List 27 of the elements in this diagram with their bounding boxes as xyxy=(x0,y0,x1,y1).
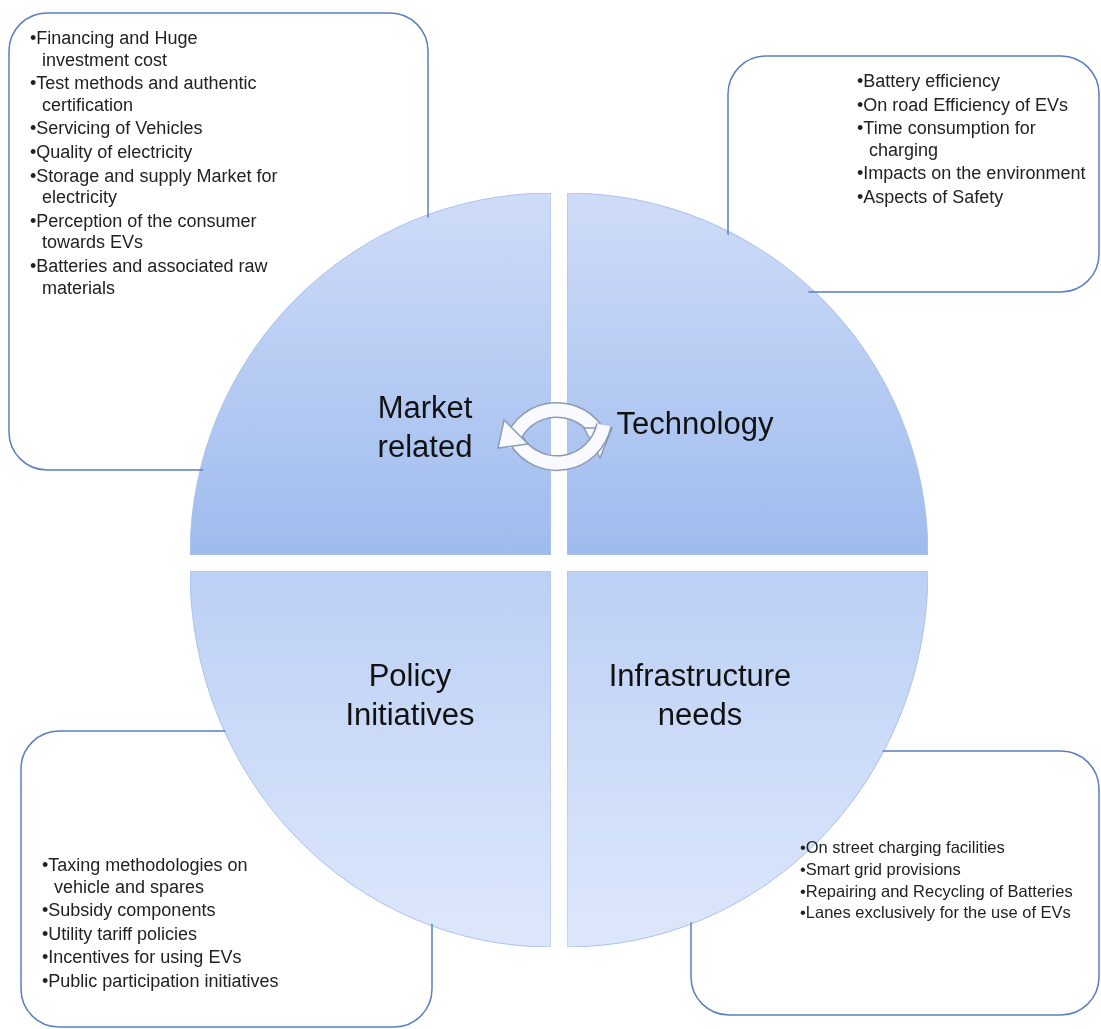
segment-title: Policy Initiatives xyxy=(344,657,476,734)
bullet-item: •On road Efficiency of EVs xyxy=(857,94,1070,117)
bullet-item: •Financing and Huge investment cost xyxy=(30,28,199,72)
rounded-text-box xyxy=(690,750,1100,1016)
segment-title: Market related xyxy=(376,389,474,466)
bullet-item: •Repairing and Recycling of Batteries xyxy=(800,881,1074,902)
bullet-item: •Test methods and authentic certification xyxy=(30,73,258,117)
bullet-item: •Taxing methodologies on vehicle and spares xyxy=(42,855,249,899)
bullet-item: •Perception of the consumer towards EVs xyxy=(30,210,258,254)
bullet-item: •Subsidy components xyxy=(42,900,217,922)
bullet-item: •Quality of electricity xyxy=(30,141,194,164)
bullet-item: •Batteries and associated raw materials xyxy=(30,255,269,300)
bullet-item: •Public participation initiatives xyxy=(42,970,280,993)
bullet-item: •Smart grid provisions xyxy=(800,859,962,880)
bullet-item: •Utility tariff policies xyxy=(42,923,198,946)
bullet-item: •On street charging facilities xyxy=(800,838,1006,858)
bullet-item: •Battery efficiency xyxy=(857,71,1002,93)
segment-title: Technology xyxy=(615,405,775,443)
rounded-text-box xyxy=(20,730,433,1028)
bullet-item: •Lanes exclusively for the use of EVs xyxy=(800,903,1072,924)
bullet-item: •Servicing of Vehicles xyxy=(30,118,204,140)
bullet-item: •Storage and supply Market for electricity xyxy=(30,165,278,209)
bullet-item: •Time consumption for charging xyxy=(857,118,1037,162)
bullet-item: •Impacts on the environment xyxy=(857,163,1087,185)
bullet-item: •Aspects of Safety xyxy=(857,186,1005,209)
segment-title: Infrastructure needs xyxy=(607,657,793,734)
bullet-item: •Incentives for using EVs xyxy=(42,947,243,969)
